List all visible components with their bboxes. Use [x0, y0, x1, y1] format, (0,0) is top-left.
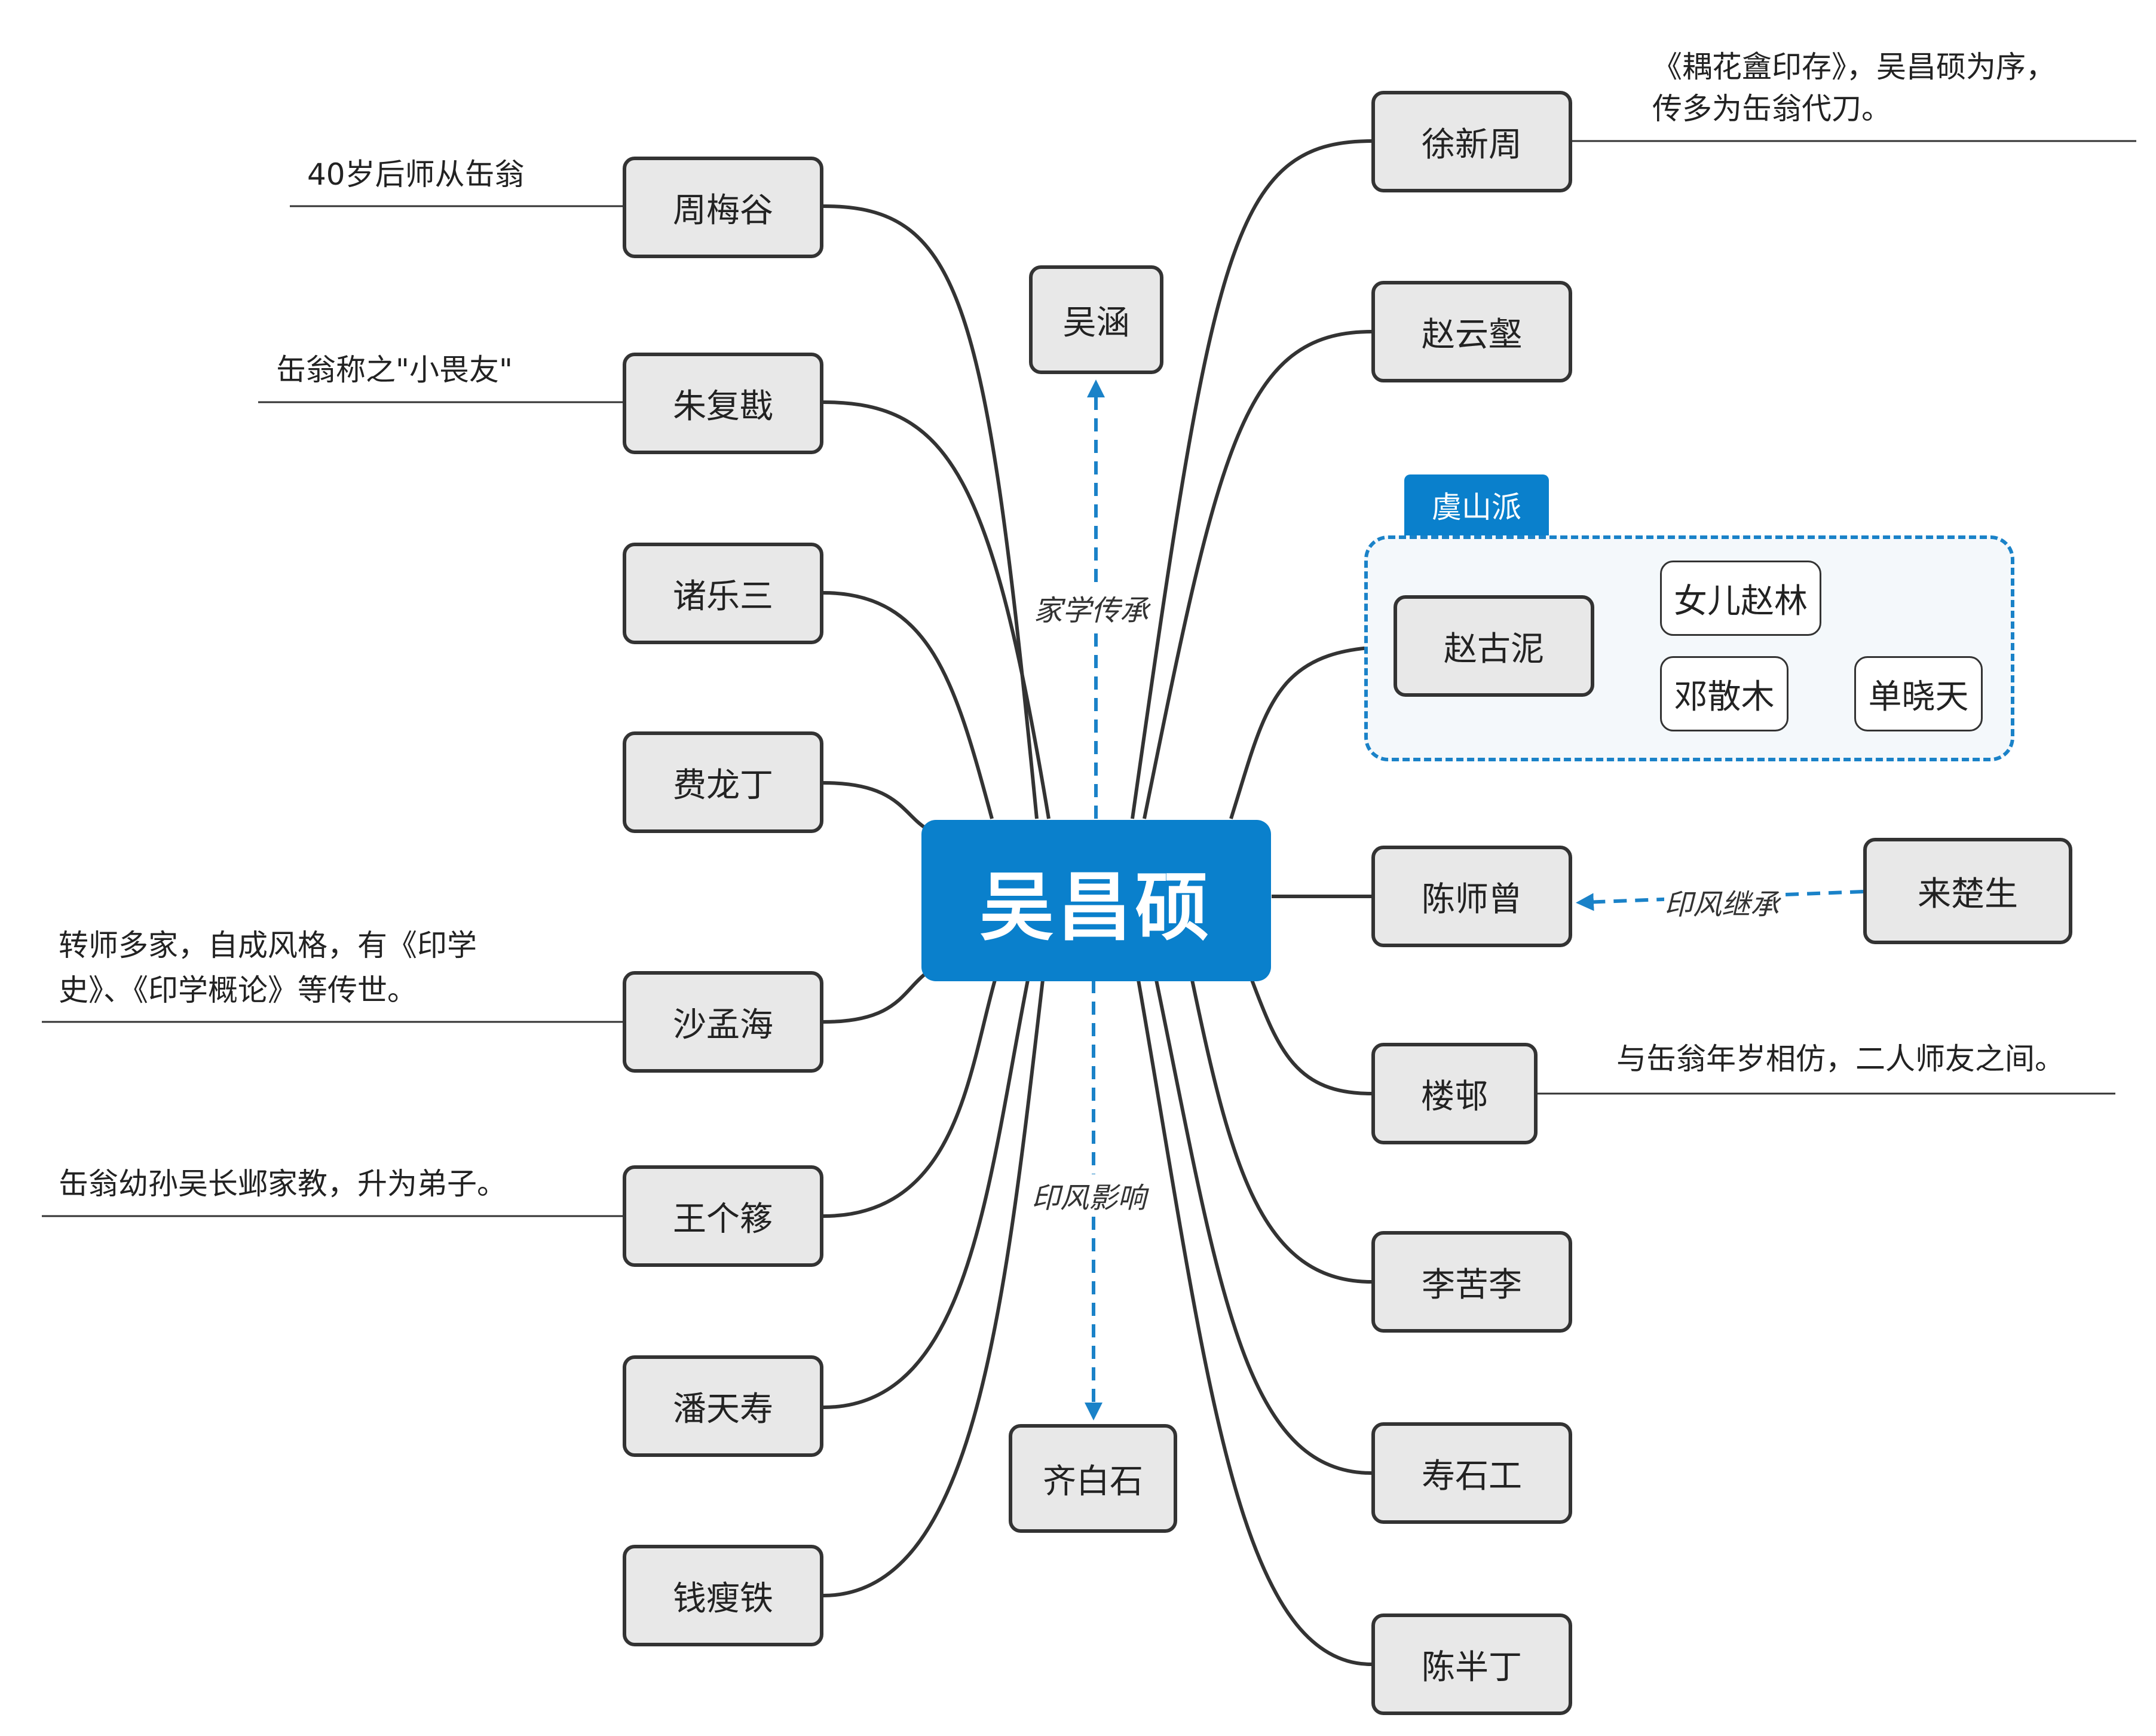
- node-qibaishi[interactable]: 齐白石: [1009, 1424, 1177, 1533]
- link-pantianshou: [823, 979, 1030, 1409]
- left-branches: [823, 204, 1051, 1597]
- yushan-school-title: 虞山派: [1404, 474, 1549, 535]
- link-feilongding: [823, 781, 926, 829]
- note-loucun: 与缶翁年岁相仿，二人师友之间。: [1616, 1042, 2065, 1076]
- right-branches: [1131, 139, 1398, 1666]
- node-loucun[interactable]: 楼邨: [1371, 1043, 1538, 1144]
- node-wanggeyi[interactable]: 王个簃: [623, 1165, 823, 1267]
- link-zhulesan: [823, 591, 994, 819]
- node-chenbanding[interactable]: 陈半丁: [1371, 1613, 1572, 1715]
- note-xuxinzhou-line1: 《耦花盦印存》，吴昌硕为序，: [1652, 50, 2056, 84]
- link-xuxinzhou: [1131, 139, 1372, 819]
- center-node[interactable]: 吴昌硕: [921, 820, 1271, 981]
- link-zhoumeigu: [823, 204, 1039, 819]
- node-chenshizeng[interactable]: 陈师曾: [1371, 846, 1572, 947]
- label-seal-influence: 印风影响: [1031, 1174, 1147, 1216]
- note-shamenghai-line1: 转师多家，自成风格，有《印学: [59, 928, 477, 963]
- node-shoushigong[interactable]: 寿石工: [1371, 1422, 1572, 1524]
- node-dengsanmu[interactable]: 邓散木: [1660, 656, 1788, 731]
- link-zhufukan: [823, 400, 1051, 819]
- link-shoushigong: [1154, 979, 1372, 1475]
- node-zhoumeigu[interactable]: 周梅谷: [623, 157, 823, 258]
- label-seal-inheritance: 印风继承: [1664, 881, 1780, 923]
- link-loucun: [1250, 979, 1372, 1095]
- node-zhufukan[interactable]: 朱复戡: [623, 353, 823, 454]
- node-pantianshou[interactable]: 潘天寿: [623, 1355, 823, 1457]
- link-wanggeyi: [823, 979, 997, 1218]
- link-zhaoguni: [1229, 645, 1398, 819]
- node-wuhan[interactable]: 吴涵: [1029, 265, 1163, 374]
- note-zhufukan: 缶翁称之"小畏友": [276, 353, 513, 387]
- node-shanxiaotian[interactable]: 单晓天: [1854, 656, 1983, 731]
- label-family-inheritance: 家学传承: [1034, 587, 1149, 629]
- link-chenbanding: [1137, 979, 1372, 1666]
- link-shamenghai: [823, 972, 926, 1024]
- note-zhoumeigu: 40岁后师从缶翁: [307, 157, 525, 192]
- node-zhaoyunhe[interactable]: 赵云壑: [1371, 281, 1572, 382]
- link-zhaoyunhe: [1143, 330, 1372, 819]
- node-daughter-zhaolin[interactable]: 女儿赵林: [1660, 561, 1821, 636]
- node-zhaoguni[interactable]: 赵古泥: [1394, 595, 1594, 697]
- note-wanggeyi: 缶翁幼孙吴长邺家教，升为弟子。: [59, 1166, 507, 1201]
- link-likuli: [1190, 979, 1372, 1284]
- note-shamenghai-line2: 史》、《印学概论》等传世。: [59, 973, 417, 1008]
- node-laichusheng[interactable]: 来楚生: [1863, 838, 2072, 944]
- node-feilongding[interactable]: 费龙丁: [623, 731, 823, 833]
- link-qianshoutie: [823, 979, 1045, 1597]
- node-zhulesan[interactable]: 诸乐三: [623, 543, 823, 644]
- node-shamenghai[interactable]: 沙孟海: [623, 971, 823, 1073]
- note-underlines: [42, 140, 2136, 1217]
- note-xuxinzhou-line2: 传多为缶翁代刀。: [1652, 91, 1891, 126]
- node-likuli[interactable]: 李苦李: [1371, 1231, 1572, 1333]
- node-qianshoutie[interactable]: 钱瘦铁: [623, 1545, 823, 1646]
- node-xuxinzhou[interactable]: 徐新周: [1371, 91, 1572, 192]
